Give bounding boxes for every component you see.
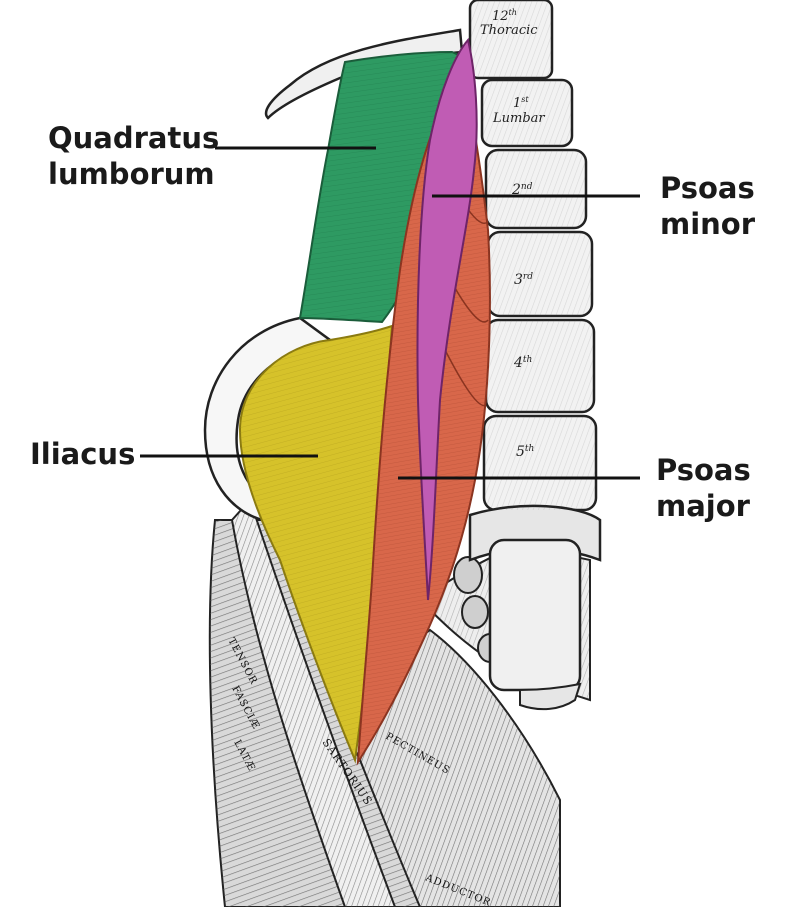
quadratus-line-1: Quadratus	[48, 121, 220, 155]
l2-label: 2nd	[511, 182, 533, 198]
psoas-minor-fill	[416, 37, 478, 601]
leader-lines	[140, 146, 640, 480]
psoas-major-label: Psoas major	[656, 452, 751, 524]
lumbar-spine	[468, 0, 602, 711]
iliacus-muscle	[238, 324, 394, 764]
l5-label: 5th	[516, 444, 534, 460]
l4-label: 4th	[513, 355, 532, 371]
l3-label: 3rd	[514, 272, 533, 288]
l1-number: 1st	[513, 95, 529, 111]
quadratus-line-2: lumborum	[48, 157, 215, 191]
quadratus-lumborum-muscle	[298, 50, 472, 324]
psoas-major-line-2: major	[656, 489, 750, 523]
quadratus-lumborum-label: Quadratus lumborum	[48, 120, 219, 192]
psoas-minor-muscle	[416, 37, 478, 601]
psoas-major-line-1: Psoas	[656, 453, 751, 487]
t12-number: 12th	[492, 8, 517, 24]
psoas-minor-line-1: Psoas	[660, 171, 755, 205]
psoas-minor-line-2: minor	[660, 207, 756, 241]
iliacus-label: Iliacus	[30, 436, 135, 472]
iliacus-line-1: Iliacus	[30, 437, 136, 471]
vertebra-labels: 12th Thoracic 1st Lumbar 2nd 3rd 4th 5th	[480, 8, 545, 460]
t12-name: Thoracic	[480, 23, 538, 38]
l1-name: Lumbar	[492, 111, 545, 126]
psoas-minor-label: Psoas minor	[660, 170, 755, 242]
